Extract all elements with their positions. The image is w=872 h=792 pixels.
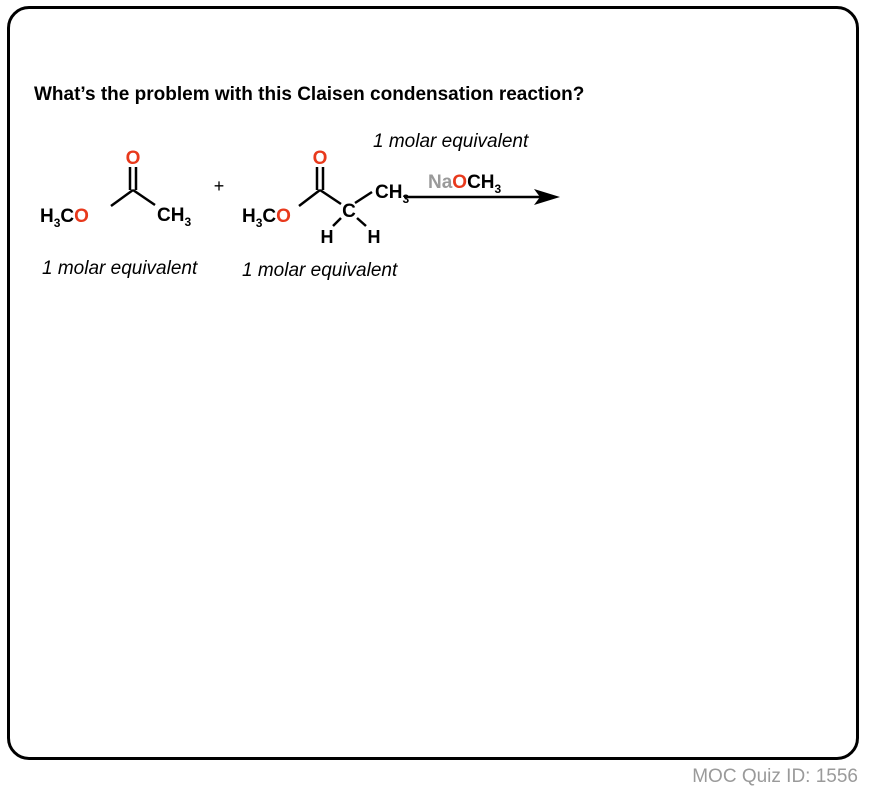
bond-alpha-c-h-left <box>332 217 342 227</box>
atom-h: H <box>242 206 256 227</box>
atom-ch: CH <box>157 205 184 226</box>
atom-subscript: 3 <box>54 216 61 230</box>
question-title: What’s the problem with this Claisen con… <box>34 84 585 105</box>
reaction-arrow-head <box>534 189 560 205</box>
atom-alpha-carbon: C <box>342 201 356 222</box>
atom-subscript: 3 <box>184 215 191 229</box>
atom-ch: CH <box>467 172 494 193</box>
atom-carbonyl-oxygen: O <box>126 148 141 169</box>
atom-methoxy-group: H3CO <box>40 206 89 230</box>
atom-subscript: 3 <box>495 182 502 196</box>
atom-alpha-hydrogen-right: H <box>368 227 381 247</box>
reactant-methyl-acetate: O H3CO CH3 1 molar equivalent <box>40 148 198 279</box>
atom-c: C <box>262 206 276 227</box>
atom-methyl-group: CH3 <box>157 205 191 229</box>
atom-ester-oxygen: O <box>276 206 291 227</box>
bond-carbonyl-c-alpha-c <box>319 188 342 206</box>
reaction-arrow-group: 1 molar equivalent NaOCH3 <box>373 131 560 205</box>
atom-carbonyl-oxygen: O <box>313 148 328 169</box>
reagent-equivalent-label: 1 molar equivalent <box>373 131 529 152</box>
quiz-frame <box>7 6 859 760</box>
reagent-sodium-methoxide: NaOCH3 <box>428 172 502 196</box>
reactant2-equivalent-label: 1 molar equivalent <box>242 260 398 281</box>
atom-c: C <box>60 206 74 227</box>
atom-sodium: Na <box>428 172 453 193</box>
atom-alpha-hydrogen-left: H <box>321 227 334 247</box>
quiz-id-label: MOC Quiz ID: 1556 <box>692 766 858 787</box>
atom-methoxy-group: H3CO <box>242 206 291 230</box>
atom-h: H <box>40 206 54 227</box>
bond-ester-o-carbonyl-c <box>110 188 134 208</box>
atom-ch: CH <box>375 182 402 203</box>
bond-carbonyl-c-methyl <box>132 188 156 207</box>
bond-alpha-c-h-right <box>356 217 367 227</box>
atom-oxygen: O <box>452 172 467 193</box>
atom-subscript: 3 <box>402 192 409 206</box>
atom-methyl-group: CH3 <box>375 182 409 206</box>
atom-subscript: 3 <box>256 216 263 230</box>
bond-alpha-c-methyl <box>354 190 373 205</box>
atom-ester-oxygen: O <box>74 206 89 227</box>
plus-sign: + <box>214 176 225 196</box>
reactant1-equivalent-label: 1 molar equivalent <box>42 258 198 279</box>
bond-ester-o-carbonyl-c <box>298 189 321 207</box>
reactant-methyl-propanoate: O H3CO C H H CH3 1 molar equivalent <box>242 148 409 281</box>
